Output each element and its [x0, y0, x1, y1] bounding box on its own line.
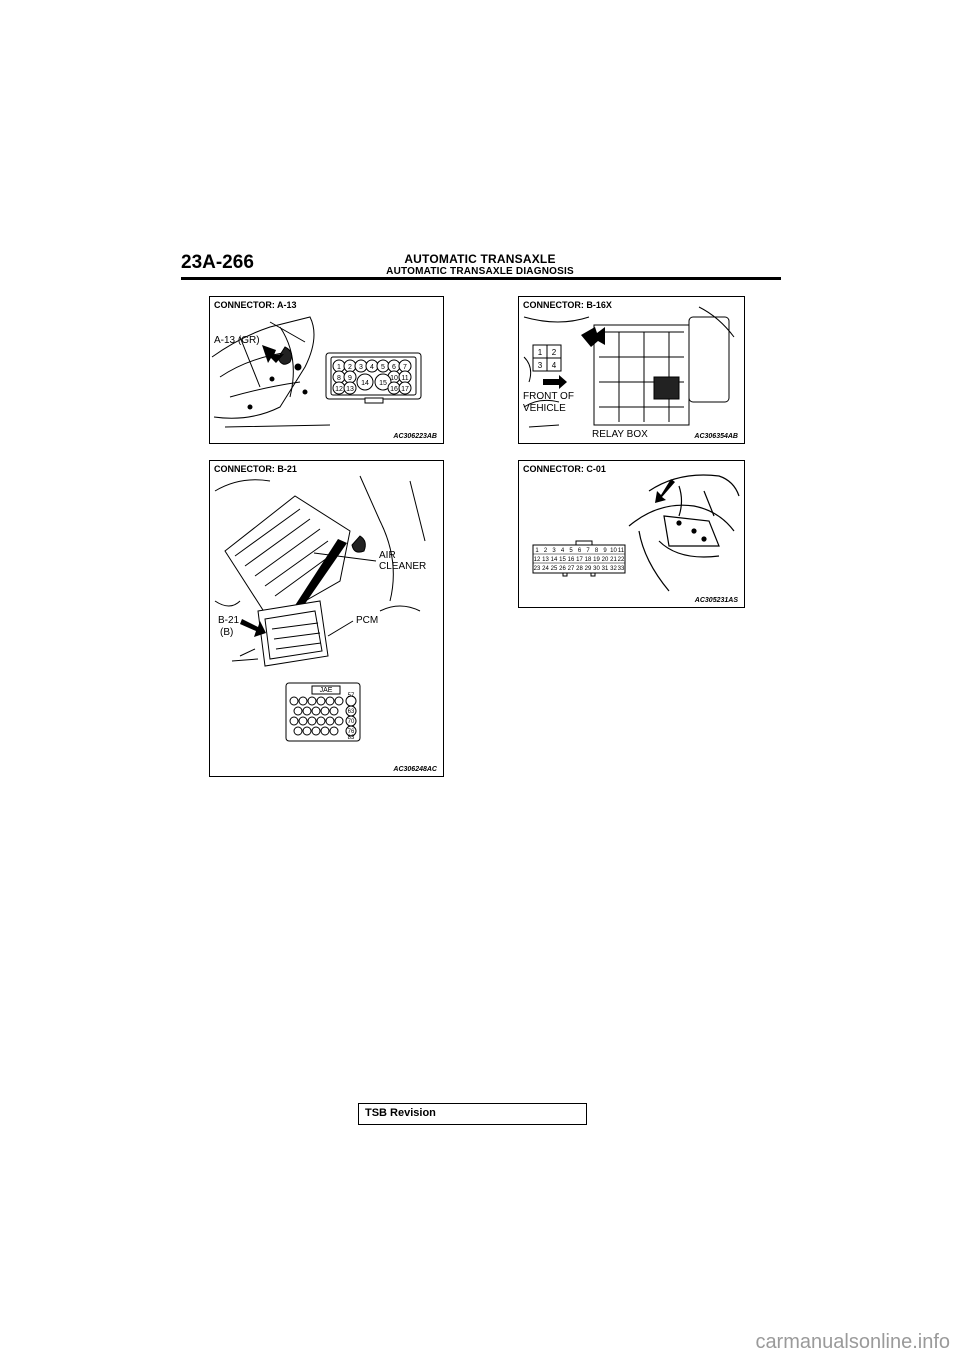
vehicle-label: VEHICLE — [523, 403, 566, 414]
connector-label: A-13 (GR) — [214, 335, 260, 346]
pin-label: 83 — [348, 735, 355, 741]
figure-caption: CONNECTOR: C-01 — [523, 464, 606, 474]
dash-harness-illustration — [532, 474, 740, 592]
pin-label: 70 — [348, 719, 355, 725]
b21-label: B-21 — [218, 615, 240, 626]
header-rule — [181, 277, 781, 280]
connector-brand: JAE — [320, 687, 333, 694]
pin-label: 1 — [538, 348, 543, 357]
pin-label: 76 — [348, 729, 355, 735]
pcm-label: PCM — [356, 615, 379, 626]
figure-caption: CONNECTOR: A-13 — [214, 300, 297, 310]
cleaner-label: CLEANER — [379, 561, 427, 572]
front-arrow — [543, 375, 567, 389]
b21-color-label: (B) — [220, 627, 234, 638]
pin-label: 4 — [552, 361, 557, 370]
air-label: AIR — [379, 550, 396, 561]
relay-box-label: RELAY BOX — [592, 429, 648, 440]
figure-connector-b21: JAE 57 63 70 76 83 CONNECTOR: B-21 AIR C… — [209, 460, 444, 777]
pin-label: 57 — [348, 693, 355, 699]
pointer-arrow — [655, 479, 675, 503]
watermark-link[interactable]: carmanualsonline.info — [755, 1331, 950, 1353]
section-subtitle: AUTOMATIC TRANSAXLE DIAGNOSIS — [386, 266, 574, 277]
tsb-revision-box: TSB Revision — [358, 1103, 587, 1125]
air-cleaner-illustration: JAE 57 63 70 76 83 — [214, 475, 426, 742]
figure-caption: CONNECTOR: B-16X — [523, 300, 612, 310]
pointer-arrow — [581, 327, 605, 347]
figure-caption: CONNECTOR: B-21 — [214, 464, 297, 474]
figure-connector-a13: CONNECTOR: A-13 A-13 (GR) AC306223AB 1 2… — [209, 296, 444, 444]
pointer-arrow — [240, 619, 266, 637]
tsb-revision-label: TSB Revision — [365, 1107, 436, 1119]
page-number: 23A-266 — [181, 252, 254, 273]
pin-label: 3 — [538, 361, 543, 370]
pointer-arrow — [262, 345, 284, 363]
engine-bay-illustration — [211, 316, 422, 428]
figure-code: AC306223AB — [393, 433, 437, 440]
figure-connector-c01: CONNECTOR: C-01 AC305231AS 1 2 3 4 5 6 7… — [518, 460, 745, 608]
relay-box-illustration: 1 2 3 4 — [523, 306, 735, 428]
figure-code: AC306354AB — [694, 433, 738, 440]
figure-code: AC305231AS — [694, 597, 738, 604]
figure-code: AC306248AC — [393, 766, 437, 773]
pin-label: 2 — [552, 348, 557, 357]
pin-label: 63 — [348, 709, 355, 715]
section-title: AUTOMATIC TRANSAXLE — [404, 252, 556, 266]
figure-connector-b16x: 1 2 3 4 CONNECTOR: B-16X FRONT OF VEHICL… — [518, 296, 745, 444]
front-of-label: FRONT OF — [523, 391, 574, 402]
